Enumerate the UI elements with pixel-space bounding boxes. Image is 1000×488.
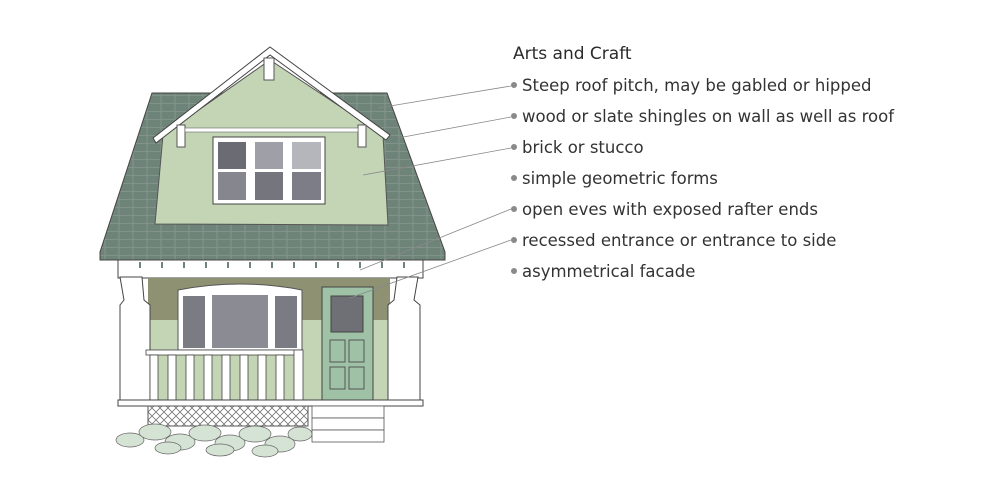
left-column	[119, 276, 151, 403]
feature-item: open eves with exposed rafter ends	[511, 199, 894, 230]
porch-railing	[145, 349, 304, 401]
bullet-icon	[511, 236, 517, 243]
bullet-icon	[511, 267, 517, 274]
style-title: Arts and Craft	[513, 44, 632, 64]
front-steps	[311, 405, 385, 443]
bullet-icon	[511, 143, 517, 150]
front-door	[321, 286, 374, 401]
feature-item: asymmetrical facade	[511, 261, 894, 292]
dormer-window	[212, 136, 326, 205]
leader-lines	[349, 85, 512, 299]
feature-item: recessed entrance or entrance to side	[511, 230, 894, 261]
bullet-icon	[511, 81, 517, 88]
right-column	[387, 276, 421, 403]
shrubs	[115, 423, 313, 458]
feature-item: brick or stucco	[511, 137, 894, 168]
bullet-icon	[511, 112, 517, 119]
bullet-icon	[511, 174, 517, 181]
bullet-icon	[511, 205, 517, 212]
feature-list: Steep roof pitch, may be gabled or hippe…	[511, 75, 894, 292]
front-window	[177, 283, 303, 351]
feature-item: wood or slate shingles on wall as well a…	[511, 106, 894, 137]
feature-item: Steep roof pitch, may be gabled or hippe…	[511, 75, 894, 106]
gable-trim	[152, 46, 391, 144]
feature-item: simple geometric forms	[511, 168, 894, 199]
